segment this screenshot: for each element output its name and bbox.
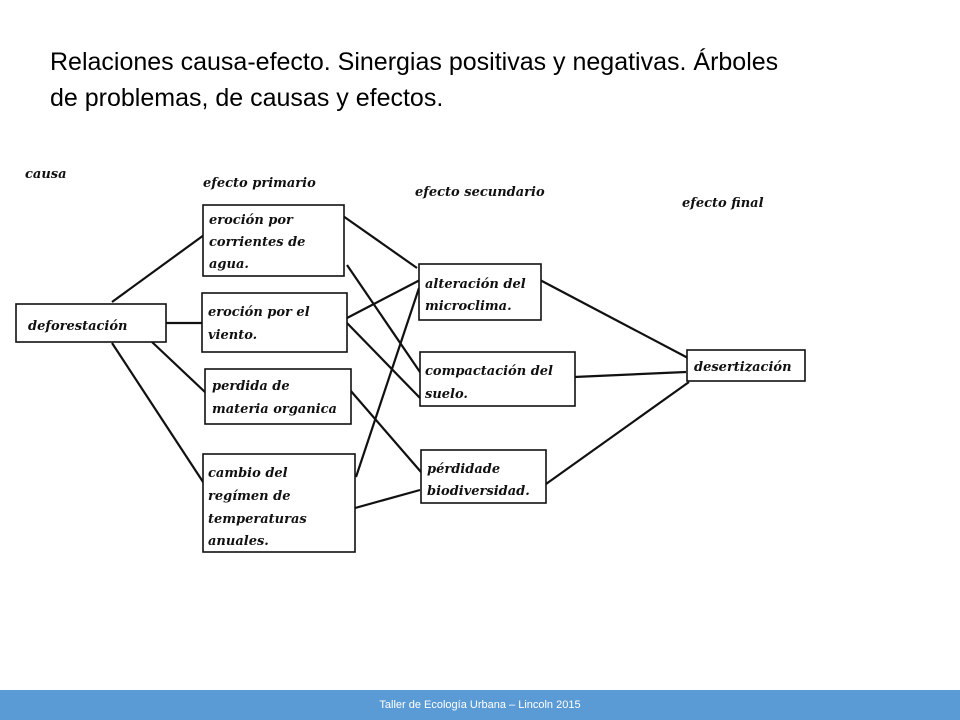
- node-deforestacion-line-1: deforestación: [28, 319, 127, 334]
- node-desertizacion-line-1: desertización: [694, 360, 792, 375]
- node-deforestacion: deforestación: [15, 303, 167, 343]
- edge-agua-microclima: [342, 215, 418, 269]
- node-materia-organica-line-1: perdida de: [212, 379, 290, 394]
- node-compactacion: compactación del suelo.: [419, 351, 576, 407]
- title-line-1: Relaciones causa-efecto. Sinergias posit…: [50, 48, 779, 76]
- node-regimen-temperaturas: cambio del regímen de temperaturas anual…: [202, 453, 356, 553]
- footer-text: Taller de Ecología Urbana – Lincoln 2015: [379, 699, 581, 711]
- edge-regimen-microclima: [354, 287, 421, 478]
- node-biodiversidad: pérdidade biodiversidad.: [420, 449, 547, 504]
- edge-materia-biodiversidad: [349, 389, 422, 473]
- slide-title: Relaciones causa-efecto. Sinergias posit…: [50, 44, 910, 116]
- node-erosion-agua-line-1: eroción por: [209, 213, 294, 228]
- node-biodiversidad-line-2: biodiversidad.: [427, 484, 530, 499]
- node-desertizacion: desertización: [686, 349, 806, 382]
- edge-viento-compactacion: [346, 322, 421, 399]
- node-regimen-line-3: temperaturas: [208, 512, 307, 527]
- node-microclima: alteración del microclima.: [418, 263, 542, 321]
- header-efecto-secundario: efecto secundario: [415, 185, 545, 200]
- diagram-edges: [111, 215, 690, 510]
- header-causa: causa: [25, 167, 67, 182]
- edge-viento-microclima: [346, 279, 421, 319]
- node-microclima-line-2: microclima.: [425, 299, 512, 314]
- cause-effect-diagram: causa efecto primario efecto secundario …: [15, 167, 806, 553]
- node-biodiversidad-line-1: pérdidade: [427, 462, 500, 477]
- node-compactacion-line-1: compactación del: [425, 364, 553, 379]
- edge-deforestacion-materia-organica: [151, 341, 207, 394]
- edge-deforestacion-erosion-agua: [111, 234, 205, 303]
- header-efecto-primario: efecto primario: [203, 176, 316, 191]
- node-erosion-agua-line-3: agua.: [209, 257, 249, 272]
- footer-bar: Taller de Ecología Urbana – Lincoln 2015: [0, 690, 960, 720]
- header-efecto-final: efecto final: [682, 196, 764, 211]
- edge-compactacion-desertizacion: [573, 370, 687, 379]
- node-erosion-viento-line-2: viento.: [208, 328, 257, 343]
- node-compactacion-line-2: suelo.: [425, 387, 468, 402]
- node-regimen-line-4: anuales.: [208, 534, 269, 549]
- node-erosion-viento: eroción por el viento.: [201, 292, 348, 353]
- edge-agua-compactacion: [346, 264, 423, 376]
- node-microclima-line-1: alteración del: [425, 277, 526, 292]
- node-materia-organica: perdida de materia organica: [204, 368, 352, 425]
- node-regimen-line-2: regímen de: [208, 489, 291, 504]
- edge-regimen-biodiversidad: [354, 488, 421, 510]
- node-erosion-agua: eroción por corrientes de agua.: [202, 204, 345, 277]
- edge-biodiversidad-desertizacion: [545, 381, 690, 485]
- edge-deforestacion-regimen: [111, 342, 208, 489]
- title-line-2: de problemas, de causas y efectos.: [50, 84, 444, 112]
- node-erosion-viento-line-1: eroción por el: [208, 305, 310, 320]
- node-materia-organica-line-2: materia organica: [212, 402, 337, 417]
- edge-microclima-desertizacion: [539, 279, 689, 359]
- node-regimen-line-1: cambio del: [208, 466, 288, 481]
- node-erosion-agua-line-2: corrientes de: [209, 235, 305, 250]
